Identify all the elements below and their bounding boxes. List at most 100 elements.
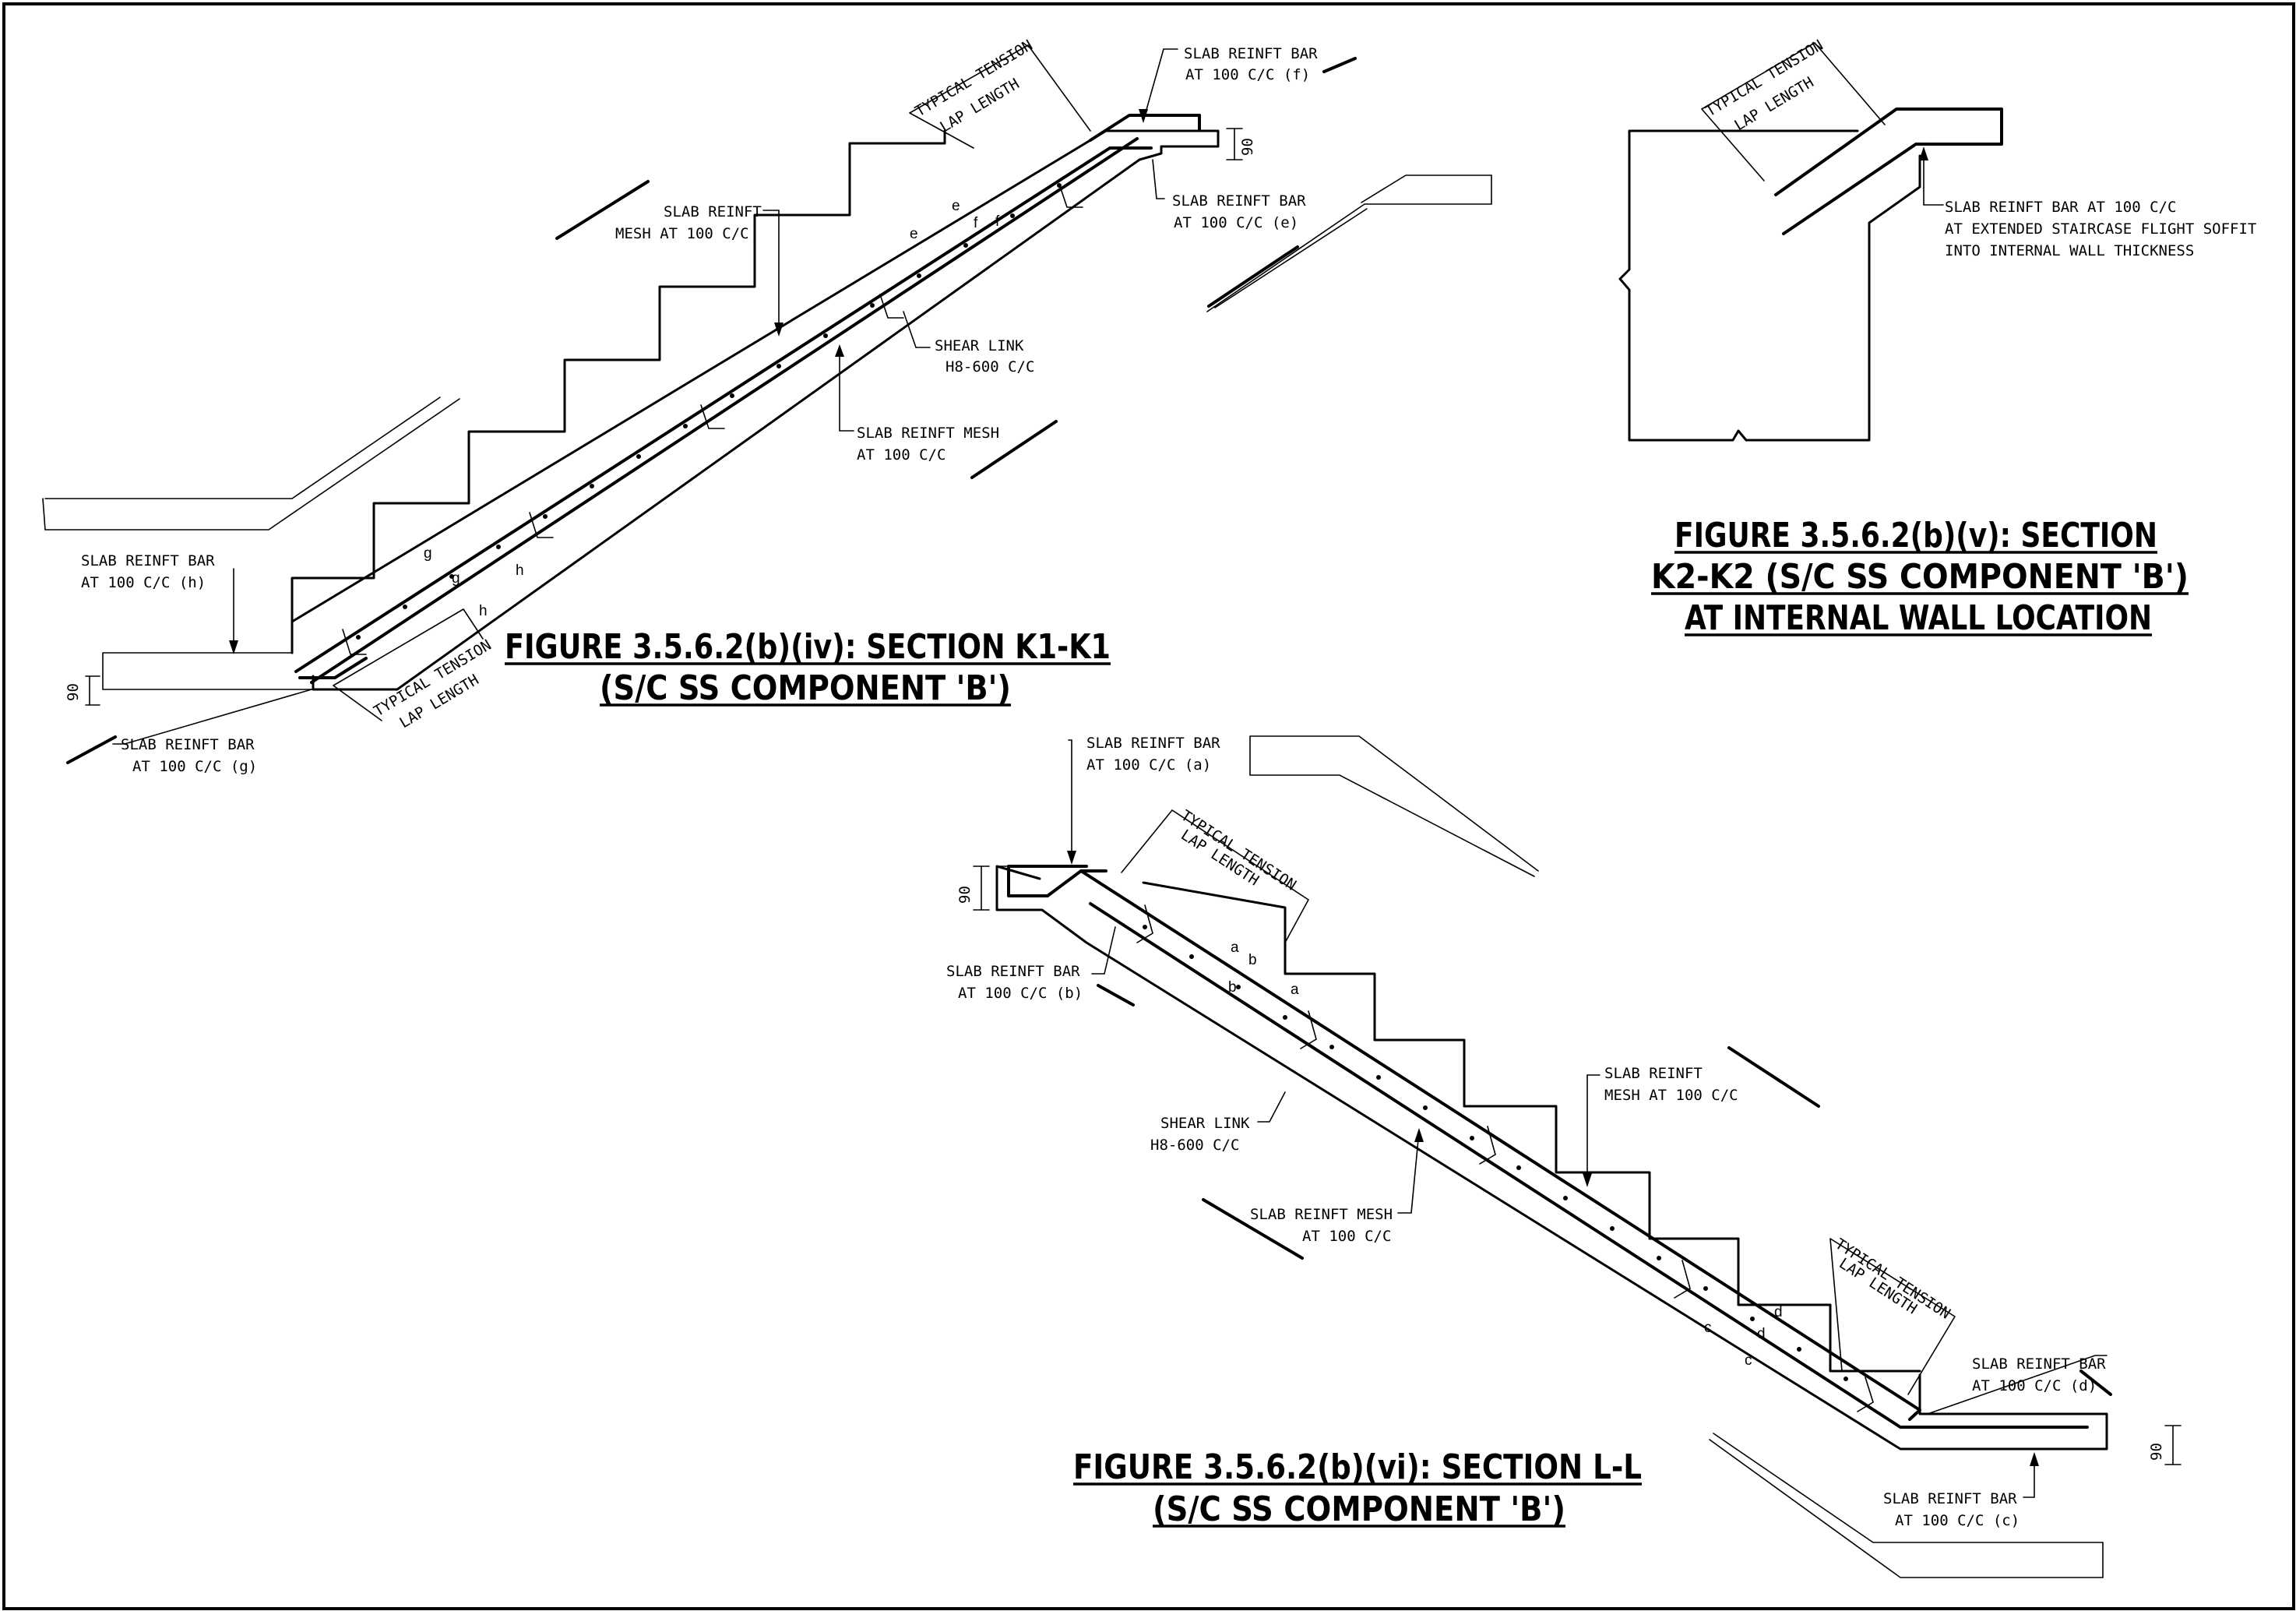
k1-leader-mesh-bot bbox=[839, 346, 854, 432]
k1-title-line1: FIGURE 3.5.6.2(b)(iv): SECTION K1-K1 bbox=[505, 627, 1111, 667]
k1-dim-90-bottom-label: 90 bbox=[65, 683, 82, 701]
l-label-c-1: SLAB REINFT BAR bbox=[1883, 1490, 2017, 1507]
k1-bar-e-label-1: e bbox=[952, 198, 960, 214]
k1-bar-h-label-2: h bbox=[516, 562, 524, 579]
k1-bottom-reinforcement bbox=[310, 137, 1139, 684]
section-l-l: 90 90 SLAB REINFT BAR AT 100 C/C (a) SLA… bbox=[946, 735, 2182, 1578]
k1-label-f-2: AT 100 C/C (f) bbox=[1185, 66, 1310, 83]
l-title-line2: (S/C SS COMPONENT 'B') bbox=[1153, 1489, 1565, 1529]
l-dim-90-bottom-label: 90 bbox=[2148, 1443, 2165, 1461]
k1-leader-shear bbox=[903, 311, 931, 348]
k1-bar-f-label-2: f bbox=[995, 213, 1000, 230]
section-k1-k1: 90 90 SLAB REINFT BAR AT 100 C/C (f) SLA… bbox=[42, 37, 1492, 775]
l-label-lap-bot-1: TYPICAL TENSION bbox=[1832, 1236, 1953, 1323]
k1-label-g-2: AT 100 C/C (g) bbox=[132, 758, 257, 775]
k2-title-line2: K2-K2 (S/C SS COMPONENT 'B') bbox=[1651, 557, 2189, 597]
l-label-shear-1: SHEAR LINK bbox=[1160, 1115, 1250, 1132]
l-lap-dim-bottom bbox=[1829, 1238, 1956, 1395]
l-label-d-1: SLAB REINFT BAR bbox=[1972, 1355, 2106, 1373]
l-label-mesh-top-2: MESH AT 100 C/C bbox=[1604, 1087, 1738, 1104]
k1-bar-g-label-1: g bbox=[424, 545, 432, 562]
k2-note-2: AT EXTENDED STAIRCASE FLIGHT SOFFIT bbox=[1945, 220, 2256, 238]
l-arrow-mesh-top bbox=[1583, 1173, 1592, 1187]
l-label-mesh-top-1: SLAB REINFT bbox=[1604, 1065, 1703, 1082]
l-label-a-2: AT 100 C/C (a) bbox=[1086, 756, 1211, 774]
k1-label-h-1: SLAB REINFT BAR bbox=[81, 552, 215, 569]
l-shear-links bbox=[1136, 904, 1874, 1412]
k1-leader-g bbox=[112, 689, 312, 745]
l-label-c-2: AT 100 C/C (c) bbox=[1895, 1512, 2020, 1529]
k1-arrow-mesh-bot bbox=[835, 344, 844, 357]
l-leader-c bbox=[2023, 1454, 2035, 1498]
k1-shear-links bbox=[342, 183, 1083, 655]
k1-bar-g-label-2: g bbox=[452, 570, 460, 587]
k1-break-lines bbox=[66, 57, 1357, 764]
k1-leader-f bbox=[1143, 48, 1178, 122]
k1-dim-90-bottom bbox=[85, 675, 100, 706]
k1-label-h-2: AT 100 C/C (h) bbox=[81, 574, 206, 591]
l-label-b-1: SLAB REINFT BAR bbox=[946, 963, 1080, 980]
l-leader-d bbox=[1927, 1355, 2108, 1415]
l-bar-c-label-1: c bbox=[1704, 1320, 1712, 1336]
k2-title-line1: FIGURE 3.5.6.2(b)(v): SECTION bbox=[1674, 516, 2157, 555]
k1-steps bbox=[291, 129, 946, 654]
l-bar-c-label-2: c bbox=[1745, 1352, 1752, 1369]
l-dim-90-bottom bbox=[2164, 1425, 2182, 1465]
k2-top-bar bbox=[1774, 108, 2003, 196]
k1-bar-g bbox=[298, 657, 368, 679]
l-arrow-mesh-bot bbox=[1414, 1128, 1424, 1142]
k1-bar-e-label-2: e bbox=[910, 226, 918, 242]
l-leader-mesh-top bbox=[1586, 1074, 1601, 1185]
l-leader-b bbox=[1091, 926, 1116, 975]
l-bar-a-label-2: a bbox=[1291, 982, 1299, 998]
k1-bar-f-label-1: f bbox=[974, 215, 978, 231]
k1-bar-f bbox=[1089, 114, 1201, 142]
l-bar-dots bbox=[1143, 925, 1848, 1381]
l-lower-slab-bar bbox=[1709, 1433, 2104, 1578]
l-arrow-c bbox=[2030, 1452, 2039, 1466]
k1-stair-outline bbox=[291, 129, 1220, 691]
l-leader-a bbox=[1068, 739, 1072, 862]
l-leader-shear bbox=[1257, 1091, 1286, 1123]
l-bar-d-label-2: d bbox=[1757, 1326, 1766, 1342]
k2-note-1: SLAB REINFT BAR AT 100 C/C bbox=[1945, 199, 2176, 216]
l-arrow-a bbox=[1067, 851, 1076, 865]
k1-lap-dim-bottom bbox=[333, 608, 484, 721]
l-bar-b-label-1: b bbox=[1248, 952, 1257, 968]
k1-label-g-1: SLAB REINFT BAR bbox=[121, 736, 255, 753]
l-leader-mesh-bot bbox=[1397, 1130, 1420, 1214]
k1-right-slab-bar bbox=[1206, 174, 1492, 312]
k1-top-reinforcement bbox=[294, 146, 1153, 673]
k1-label-e-2: AT 100 C/C (e) bbox=[1174, 214, 1298, 231]
l-label-a-1: SLAB REINFT BAR bbox=[1086, 735, 1220, 752]
l-bar-a bbox=[1007, 865, 1088, 897]
l-upper-slab-bar bbox=[1249, 735, 1539, 877]
l-label-b-2: AT 100 C/C (b) bbox=[958, 985, 1083, 1002]
k2-title-line3: AT INTERNAL WALL LOCATION bbox=[1685, 598, 2152, 638]
k1-label-f-1: SLAB REINFT BAR bbox=[1184, 45, 1318, 62]
l-steps bbox=[1142, 881, 1921, 1373]
k1-label-shear-2: H8-600 C/C bbox=[946, 358, 1034, 375]
k1-left-slab-bar bbox=[42, 397, 460, 531]
k1-label-shear-1: SHEAR LINK bbox=[935, 337, 1024, 354]
l-label-mesh-bot-1: SLAB REINFT MESH bbox=[1250, 1206, 1393, 1223]
l-label-mesh-bot-2: AT 100 C/C bbox=[1302, 1228, 1391, 1245]
k1-leader-mesh-top bbox=[762, 210, 780, 334]
l-bar-a-label-1: a bbox=[1231, 939, 1239, 956]
l-top-reinforcement bbox=[1046, 869, 1921, 1421]
k1-bar-dots bbox=[356, 183, 1062, 640]
k2-leader bbox=[1923, 149, 1944, 206]
k2-wall-outline bbox=[1618, 129, 1921, 442]
l-label-shear-2: H8-600 C/C bbox=[1150, 1137, 1239, 1154]
k1-arrow-h bbox=[229, 640, 238, 654]
l-dim-90-top-label: 90 bbox=[956, 886, 974, 904]
k1-dim-90-top-label: 90 bbox=[1239, 138, 1256, 156]
k2-bottom-bar bbox=[1782, 143, 1932, 235]
l-upper-landing bbox=[996, 865, 1087, 911]
l-dim-90-top bbox=[973, 865, 990, 911]
k2-note-3: INTO INTERNAL WALL THICKNESS bbox=[1945, 242, 2194, 259]
k1-arrow-f bbox=[1139, 109, 1148, 123]
k1-lower-landing bbox=[102, 652, 314, 690]
